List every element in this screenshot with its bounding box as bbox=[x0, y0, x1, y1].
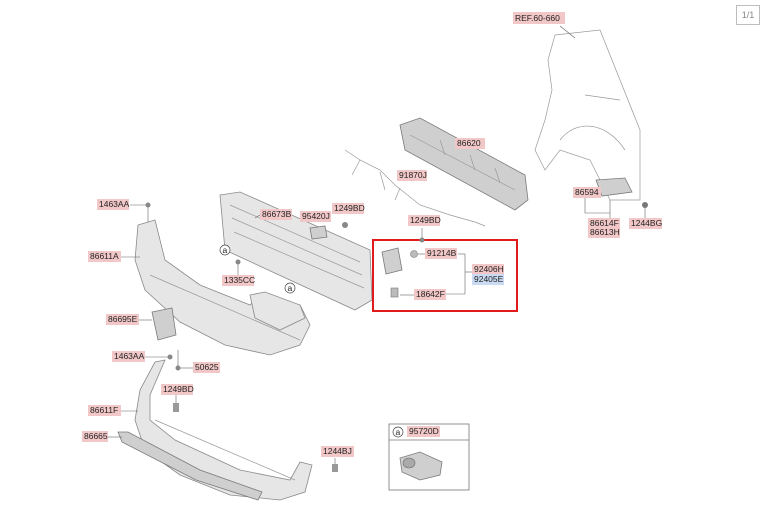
side-bracket bbox=[595, 177, 648, 208]
page-indicator: 1/1 bbox=[736, 5, 760, 25]
label-1463AA-low[interactable]: 1463AA bbox=[114, 351, 145, 361]
label-1249BD-top[interactable]: 1249BD bbox=[334, 203, 365, 213]
highlight-box bbox=[372, 239, 518, 312]
wiring-harness bbox=[344, 149, 486, 227]
label-50625[interactable]: 50625 bbox=[195, 362, 219, 372]
label-86594[interactable]: 86594 bbox=[575, 187, 599, 197]
label-86673B[interactable]: 86673B bbox=[262, 209, 292, 219]
label-86665[interactable]: 86665 bbox=[84, 431, 108, 441]
label-86620[interactable]: 86620 bbox=[457, 138, 481, 148]
fender-outline bbox=[534, 29, 641, 201]
label-18642F[interactable]: 18642F bbox=[416, 289, 445, 299]
bumper-insert bbox=[249, 291, 306, 331]
callout-a-inset: a bbox=[396, 427, 401, 437]
label-91870J[interactable]: 91870J bbox=[399, 170, 427, 180]
label-1335CC[interactable]: 1335CC bbox=[224, 275, 255, 285]
label-95720D[interactable]: 95720D bbox=[409, 426, 439, 436]
label-86611F[interactable]: 86611F bbox=[90, 405, 118, 415]
callout-a-1: a bbox=[223, 245, 228, 255]
sensor-bracket bbox=[381, 247, 403, 275]
skid-plate bbox=[117, 431, 263, 501]
label-1244BJ[interactable]: 1244BJ bbox=[323, 446, 352, 456]
label-92405E[interactable]: 92405E bbox=[474, 274, 504, 284]
label-95420J[interactable]: 95420J bbox=[302, 211, 330, 221]
label-1249BD-low[interactable]: 1249BD bbox=[163, 384, 194, 394]
lower-bracket bbox=[151, 307, 177, 341]
label-86614F[interactable]: 86614F bbox=[590, 218, 619, 228]
label-86611A[interactable]: 86611A bbox=[90, 251, 119, 261]
label-92406H[interactable]: 92406H bbox=[474, 264, 504, 274]
ref-label: REF.60-660 bbox=[513, 12, 565, 24]
label-86695E[interactable]: 86695E bbox=[108, 314, 138, 324]
energy-absorber bbox=[399, 117, 529, 211]
label-91214B[interactable]: 91214B bbox=[427, 248, 457, 258]
label-86613H[interactable]: 86613H bbox=[590, 227, 620, 237]
inset-box-95720D: a 95720D bbox=[388, 423, 470, 491]
label-1244BG[interactable]: 1244BG bbox=[631, 218, 662, 228]
svg-text:REF.60-660: REF.60-660 bbox=[515, 13, 560, 23]
label-1249BD-mid[interactable]: 1249BD bbox=[410, 215, 441, 225]
callout-a-2: a bbox=[288, 283, 293, 293]
sensor-95420J bbox=[309, 225, 328, 240]
radiator-grille bbox=[219, 191, 373, 311]
label-1463AA-top[interactable]: 1463AA bbox=[99, 199, 130, 209]
